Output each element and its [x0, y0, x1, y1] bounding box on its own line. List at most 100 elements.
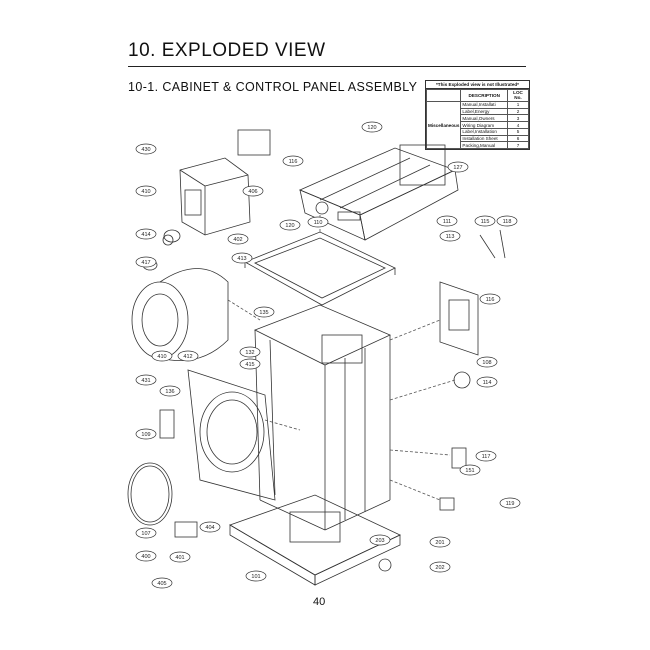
callout-bubble [439, 230, 461, 242]
callout-label: 410 [141, 189, 150, 195]
callout-413: 413 [231, 252, 253, 264]
callout-label: 109 [141, 432, 150, 438]
callout-bubble [369, 534, 391, 546]
page-number: 40 [313, 596, 326, 608]
callout-bubble [151, 577, 173, 589]
callout-label: 116 [289, 159, 298, 165]
callout-label: 127 [453, 165, 462, 171]
callout-label: 417 [141, 260, 150, 266]
callout-bubble [429, 561, 451, 573]
callout-115: 115 [474, 215, 496, 227]
callout-bubble [245, 570, 267, 582]
callout-label: 111 [443, 219, 451, 225]
callout-label: 415 [245, 362, 254, 368]
callout-bubble [479, 293, 501, 305]
callout-404: 404 [199, 521, 221, 533]
callout-label: 136 [165, 389, 174, 395]
callout-bubble [361, 121, 383, 133]
callout-label: 110 [314, 220, 323, 226]
callout-401: 401 [169, 551, 191, 563]
callout-136: 136 [159, 385, 181, 397]
callout-bubble [476, 356, 498, 368]
callout-label: 114 [483, 380, 492, 386]
callout-bubble [242, 185, 264, 197]
callout-label: 107 [141, 531, 150, 537]
callout-label: 135 [259, 310, 268, 316]
callout-bubble [475, 450, 497, 462]
callout-430: 430 [135, 143, 157, 155]
callout-412: 412 [177, 350, 199, 362]
callout-110: 110 [307, 216, 329, 228]
callout-bubble [135, 374, 157, 386]
callout-bubble [496, 215, 518, 227]
callout-109: 109 [135, 428, 157, 440]
legend-code: 7 [507, 141, 529, 150]
callout-bubble [499, 497, 521, 509]
base-frame [229, 494, 401, 586]
callout-114: 114 [476, 376, 498, 388]
callout-bubble [474, 215, 496, 227]
callout-label: 410 [157, 354, 166, 360]
callout-bubble [151, 350, 173, 362]
callout-116: 116 [479, 293, 501, 305]
front-panel [187, 369, 276, 501]
callout-label: 116 [486, 297, 495, 303]
callout-label: 151 [465, 468, 474, 474]
callout-bubble [447, 161, 469, 173]
callout-label: 119 [506, 501, 515, 507]
callout-label: 115 [481, 219, 490, 225]
callout-bubble [459, 464, 481, 476]
callout-label: 431 [141, 378, 150, 384]
callout-108: 108 [476, 356, 498, 368]
callout-bubble [135, 185, 157, 197]
legend-description-header: DESCRIPTION [460, 89, 508, 102]
callout-label: 120 [285, 223, 294, 229]
callout-label: 202 [435, 565, 444, 571]
callout-120: 120 [361, 121, 383, 133]
callout-431: 431 [135, 374, 157, 386]
gasket-ring [127, 462, 173, 526]
callout-118: 118 [496, 215, 518, 227]
callout-116: 116 [282, 155, 304, 167]
callout-label: 108 [482, 360, 491, 366]
callout-415: 415 [239, 358, 261, 370]
callout-label: 404 [205, 525, 214, 531]
callout-label: 113 [446, 234, 455, 240]
legend-table: DESCRIPTION LOC No. Miscellaneous Manual… [425, 89, 529, 150]
cabinet [254, 304, 391, 531]
callout-406: 406 [242, 185, 264, 197]
callout-bubble [135, 256, 157, 268]
legend-row: Miscellaneous Manual,Installati 1 [425, 100, 529, 150]
callout-bubble [135, 228, 157, 240]
callout-120: 120 [279, 219, 301, 231]
callout-400: 400 [135, 550, 157, 562]
callout-201: 201 [429, 536, 451, 548]
callout-bubble [239, 346, 261, 358]
callout-bubble [135, 527, 157, 539]
callout-113: 113 [439, 230, 461, 242]
callout-label: 117 [482, 454, 491, 460]
callout-119: 119 [499, 497, 521, 509]
callout-label: 132 [245, 350, 254, 356]
callout-bubble [135, 428, 157, 440]
callout-bubble [159, 385, 181, 397]
callout-414: 414 [135, 228, 157, 240]
assembly-guides [227, 215, 456, 501]
callout-bubble [199, 521, 221, 533]
callout-bubble [429, 536, 451, 548]
callout-117: 117 [475, 450, 497, 462]
callout-label: 412 [183, 354, 192, 360]
callout-label: 405 [157, 581, 166, 587]
legend-caption: *This Exploded view is not Illustrated* [426, 81, 529, 89]
callout-label: 118 [503, 219, 512, 225]
callout-label: 400 [141, 554, 150, 560]
pcb-assembly [179, 129, 271, 236]
title-rule [128, 66, 526, 67]
callout-402: 402 [227, 233, 249, 245]
callout-bubble [476, 376, 498, 388]
legend-group-label: Miscellaneous [425, 100, 462, 150]
tub-assembly [131, 229, 229, 361]
callout-202: 202 [429, 561, 451, 573]
section-title: 10-1. CABINET & CONTROL PANEL ASSEMBLY [128, 80, 418, 94]
